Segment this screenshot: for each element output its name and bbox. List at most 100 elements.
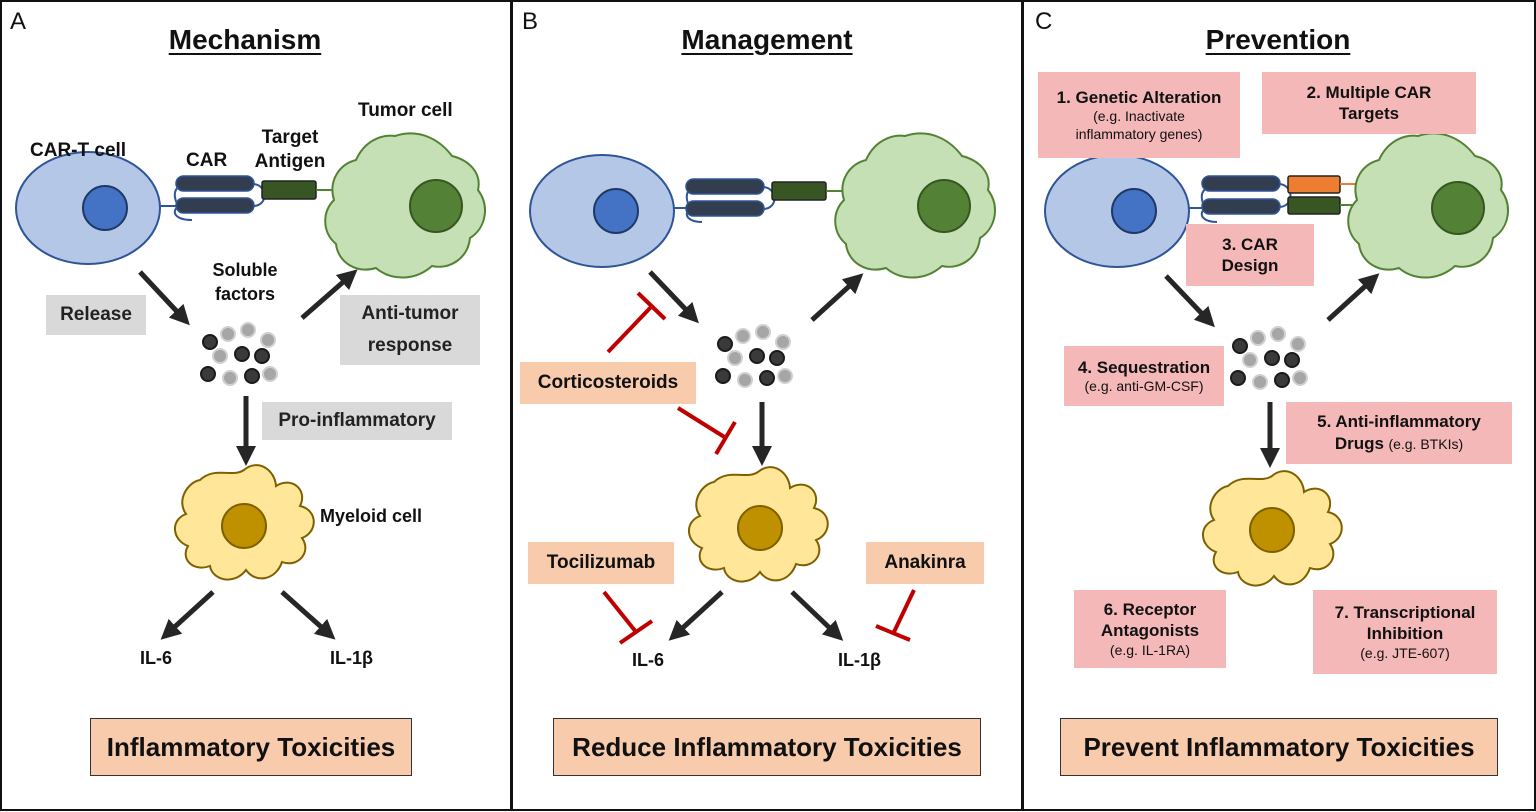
soluble-factors-cluster-b [715,324,793,388]
soluble-factor-dot [240,322,256,338]
target-antigen-label: Target Antigen [250,126,330,174]
release-arrow [138,270,190,326]
car-loop-c [1279,183,1292,208]
car-receptor-top [175,175,255,192]
myeloid-nucleus-b [737,505,783,551]
soluble-factors-cluster-a [200,322,278,386]
soluble-factor-dot [749,348,765,364]
pro-inflammatory-label: Pro-inflammatory [262,402,452,440]
soluble-factor-dot [254,348,270,364]
soluble-factor-dot [260,332,276,348]
il6-label-b: IL-6 [632,650,665,670]
tumor-cell-shape-c [1347,132,1509,279]
soluble-factor-dot [769,350,785,366]
target-antigen-shape [261,180,317,200]
panel-b-letter: B [522,8,539,35]
inflammatory-toxicities-box: Inflammatory Toxicities [90,718,412,776]
strategy-genetic-alteration: 1. Genetic Alteration (e.g. Inactivate i… [1038,72,1240,158]
soluble-factor-dot [202,334,218,350]
il1b-arrow [280,590,336,640]
soluble-line1: Soluble [212,260,278,280]
release-arrow-b [648,270,699,324]
s5-sub: (e.g. BTKIs) [1388,435,1464,452]
il1b-arrow-b [790,590,844,641]
target-antigen-shape-b [771,181,827,201]
panel-c-heading: Prevention [1205,24,1351,55]
anti-tumor-arrow-b [810,273,864,322]
myeloid-cell-label: Myeloid cell [320,506,423,526]
s7-line1: 7. Transcriptional [1334,603,1476,622]
soluble-factor-dot [220,326,236,342]
soluble-factor-dot [1290,336,1306,352]
tumor-cell-shape-b [834,132,996,279]
tumor-cell-label: Tumor cell [358,100,453,121]
soluble-factor-dot [759,370,775,386]
soluble-factor-dot [1230,370,1246,386]
s7-sub: (e.g. JTE-607) [1360,644,1450,661]
il6-arrow [160,590,215,640]
tumor-nucleus-c [1431,181,1485,235]
antigen-orange-shape [1287,175,1341,194]
soluble-factor-dot [715,368,731,384]
il1b-label-a: IL-1β [330,648,373,668]
panel-c-letter: C [1035,8,1053,35]
s7-line2: Inhibition [1366,624,1444,644]
soluble-factor-dot [244,368,260,384]
soluble-factor-dot [1292,370,1308,386]
panel-b-frame [511,0,1023,811]
soluble-factor-dot [234,346,250,362]
inhibitor-anakinra [875,589,916,642]
soluble-factor-dot [737,372,753,388]
car-t-nucleus [82,185,128,231]
soluble-factor-dot [717,336,733,352]
panel-a-graphics [15,132,486,640]
strategy-transcriptional-inhibition: 7. Transcriptional Inhibition (e.g. JTE-… [1313,590,1497,674]
tumor-nucleus-b [917,179,971,233]
car-receptor-bottom-c [1201,198,1281,215]
s2-line1: 2. Multiple CAR [1306,82,1432,102]
s3-line2: Design [1221,256,1279,275]
anti-tumor-arrow [300,269,358,320]
soluble-factor-dot [735,328,751,344]
soluble-factor-dot [262,366,278,382]
inhibitor-tocilizumab [602,590,654,645]
panel-a-letter: A [10,8,27,35]
car-receptor-top-c [1201,175,1281,192]
car-label: CAR [186,150,228,171]
release-label: Release [46,295,146,335]
s1-sub2: inflammatory genes) [1075,125,1203,142]
car-receptor-bottom-b [685,200,765,217]
panel-c-frame [1022,0,1536,811]
soluble-factor-dot [1270,326,1286,342]
soluble-factor-dot [1232,338,1248,354]
soluble-factor-dot [1242,352,1258,368]
anti-tumor-arrow-c [1326,273,1380,322]
soluble-factor-dot [1274,372,1290,388]
car-t-nucleus-b [593,188,639,234]
soluble-factor-dot [775,334,791,350]
panel-b-heading: Management [681,24,853,55]
s4-title: 4. Sequestration [1077,357,1211,377]
s5-line1: 5. Anti-inflammatory [1317,412,1481,432]
strategy-receptor-antagonists: 6. Receptor Antagonists (e.g. IL-1RA) [1074,590,1226,668]
s6-sub: (e.g. IL-1RA) [1109,641,1191,658]
tumor-nucleus [409,179,463,233]
anti-tumor-response-label: Anti-tumor response [340,295,480,365]
s2-line2: Targets [1338,104,1400,123]
il6-label-a: IL-6 [140,648,173,668]
s5-line2: Drugs [1334,433,1384,453]
antigen-green-shape-c [1287,196,1341,215]
soluble-factor-dot [1250,330,1266,346]
s3-line1: 3. CAR [1222,234,1278,254]
soluble-factor-dot [727,350,743,366]
soluble-factor-dot [755,324,771,340]
strategy-multiple-car-targets: 2. Multiple CAR Targets [1262,72,1476,134]
panel-c-graphics [1044,132,1509,587]
car-receptor-top-b [685,178,765,195]
target-antigen-line2: Antigen [254,151,326,172]
inhibitor-corticosteroids-release [606,291,667,354]
car-t-cell-label: CAR-T cell [30,140,127,161]
s1-title: 1. Genetic Alteration [1056,87,1222,107]
car-receptor-bottom [175,197,255,214]
